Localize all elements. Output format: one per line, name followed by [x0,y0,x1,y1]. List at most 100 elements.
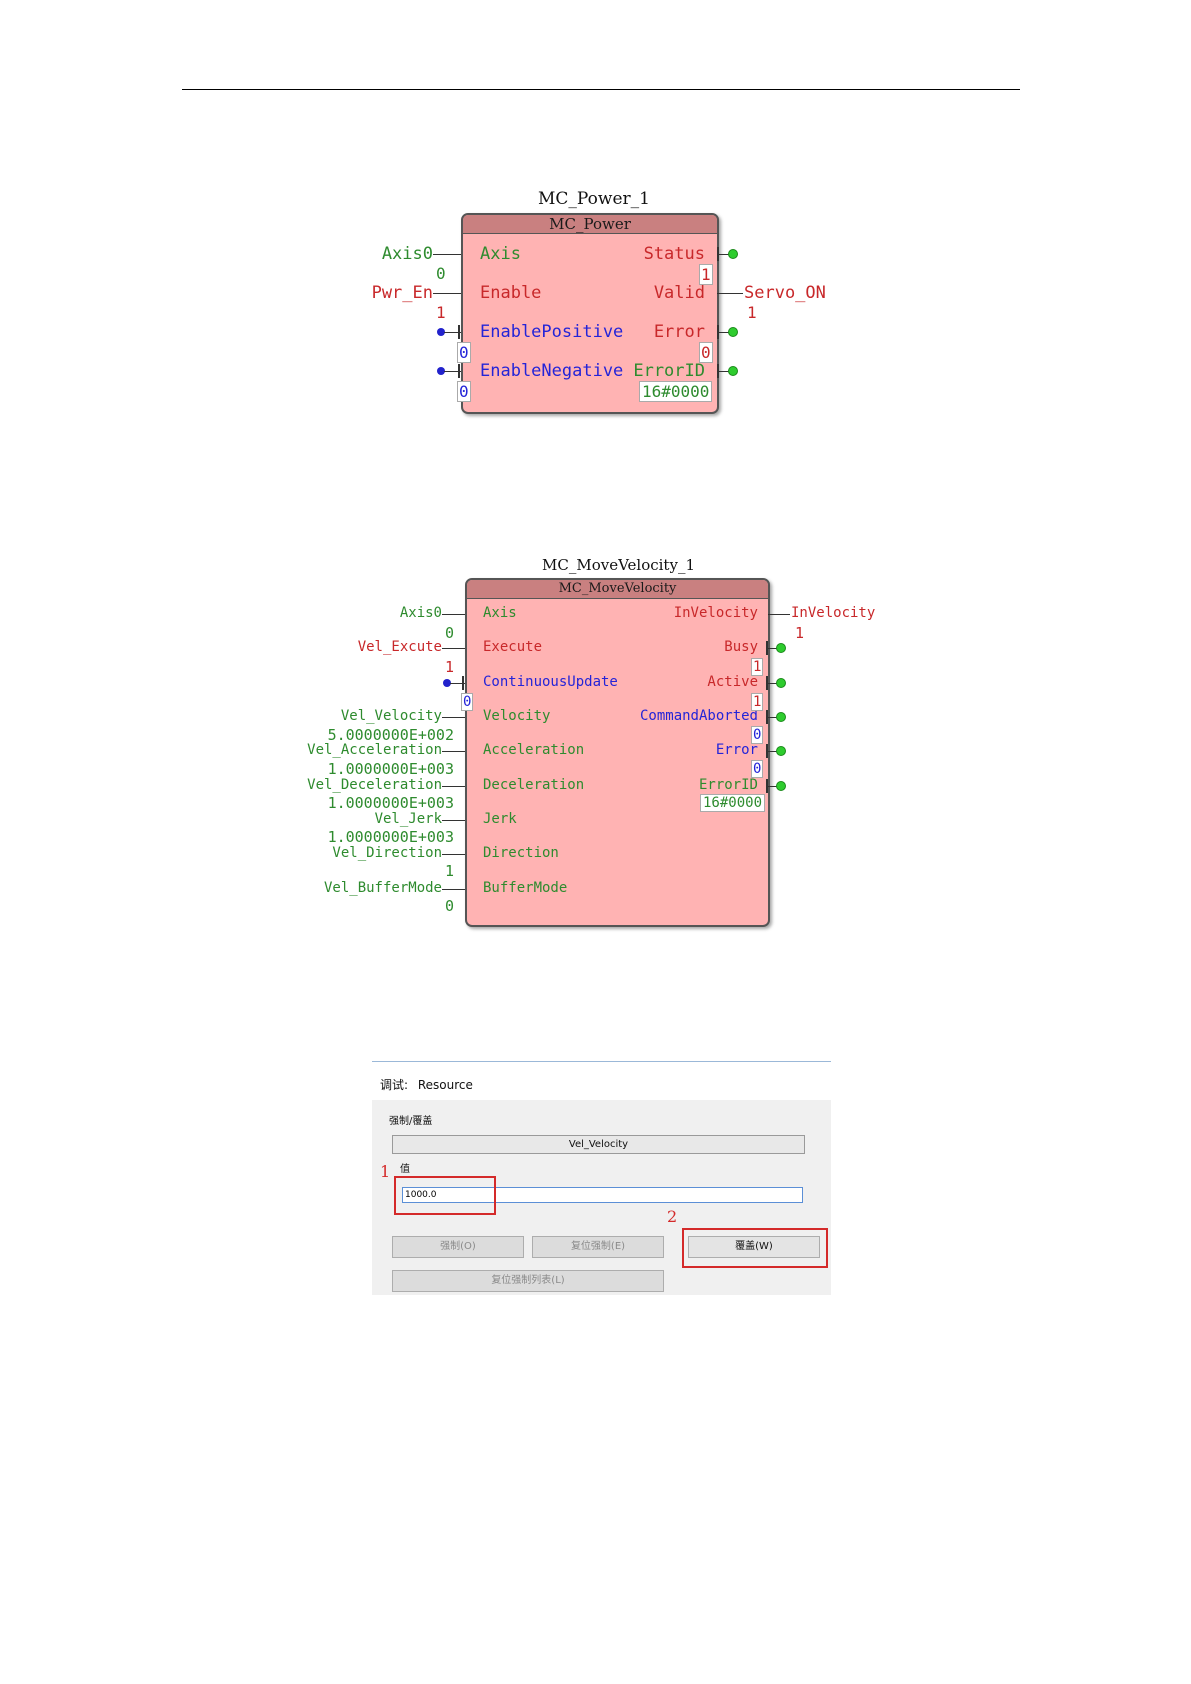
fb-velocity-var-jerk[interactable]: Vel_Jerk [374,811,442,827]
fb-power-connector-error[interactable] [728,327,738,337]
fb-velocity-var-direction[interactable]: Vel_Direction [332,845,442,861]
reset-force-list-button[interactable]: 复位强制列表(L) [392,1270,664,1292]
fb-power-val-valid: 1 [747,303,757,322]
fb-velocity-val-invelocity: 1 [795,624,805,642]
dialog-title-prefix: 调试: [380,1078,409,1092]
fb-power-tick-enable-positive [458,325,460,339]
fb-velocity-connector-error[interactable] [776,746,786,756]
callout-box-override-button [682,1228,828,1268]
fb-power-connector-errorid[interactable] [728,366,738,376]
fb-velocity-var-deceleration[interactable]: Vel_Deceleration [307,777,442,793]
fb-power-wire-errorid [719,371,731,372]
fb-velocity-pin-direction: Direction [483,845,559,861]
fb-power-pin-valid: Valid [653,283,705,303]
fb-power-var-valid[interactable]: Servo_ON [744,283,826,303]
fb-velocity-pin-invelocity: InVelocity [673,605,758,621]
fb-velocity-val-execute: 1 [444,658,454,676]
fb-velocity-var-buffermode[interactable]: Vel_BufferMode [323,880,442,896]
fb-power-instance-name: MC_Power_1 [538,189,650,209]
fb-velocity-wire-velocity [442,717,465,718]
fb-power-val-errorid: 16#0000 [639,381,713,402]
fb-velocity-pin-jerk: Jerk [483,811,517,827]
override-button[interactable]: 覆盖(W) [688,1236,820,1258]
value-label: 值 [400,1164,410,1175]
fb-velocity-pin-deceleration: Deceleration [483,777,585,793]
fb-power-var-enable[interactable]: Pwr_En [371,283,433,303]
fb-velocity-block[interactable]: MC_MoveVelocity [465,578,770,927]
fb-power-val-status: 1 [699,264,713,285]
fb-velocity-val-errorid: 16#0000 [700,794,766,812]
fb-power-val-error: 0 [699,342,713,363]
fb-velocity-tick-continuous-update [462,676,464,690]
fb-velocity-pin-error: Error [715,742,758,758]
fb-velocity-wire-active [768,683,779,684]
callout-box-value-input [394,1176,496,1215]
dialog-top-rule [372,1061,831,1062]
fb-power-pin-errorid: ErrorID [633,361,705,381]
fb-velocity-connector-active[interactable] [776,678,786,688]
fb-velocity-pin-continuous-update: ContinuousUpdate [483,674,618,690]
fb-velocity-pin-command-aborted: CommandAborted [639,708,758,724]
force-button[interactable]: 强制(O) [392,1236,524,1258]
page-top-rule [182,89,1020,90]
fb-velocity-val-velocity: 5.0000000E+002 [327,726,454,744]
fb-velocity-val-direction: 1 [444,862,454,880]
fb-power-block[interactable]: MC_Power [461,213,719,414]
fb-velocity-connector-continuous-update[interactable] [443,679,451,687]
fb-power-wire-status [719,254,731,255]
fb-velocity-wire-execute [442,648,465,649]
fb-power-connector-enable-negative[interactable] [437,367,445,375]
fb-velocity-wire-continuous-update [450,683,465,684]
fb-power-pin-error: Error [653,322,705,342]
fb-velocity-tick-errorid [766,779,768,793]
fb-power-pin-enable-negative: EnableNegative [480,361,624,381]
fb-power-var-axis[interactable]: Axis0 [381,244,433,264]
variable-name-field: Vel_Velocity [392,1135,805,1154]
fb-velocity-var-axis[interactable]: Axis0 [399,605,442,621]
value-input[interactable] [402,1187,803,1203]
fb-power-tick-error [717,325,719,339]
fb-power-val-enable-positive: 0 [457,342,471,363]
fb-velocity-wire-errorid [768,786,779,787]
fb-power-wire-axis [433,254,461,255]
fb-velocity-pin-buffermode: BufferMode [483,880,568,896]
fb-power-wire-error [719,332,731,333]
fb-power-connector-enable-positive[interactable] [437,328,445,336]
fb-velocity-tick-error [766,744,768,758]
fb-velocity-pin-errorid: ErrorID [698,777,758,793]
fb-velocity-instance-name: MC_MoveVelocity_1 [542,556,695,574]
fb-velocity-val-acceleration: 1.0000000E+003 [327,760,454,778]
fb-power-wire-enable-negative [444,371,461,372]
fb-power-wire-enable [433,293,461,294]
fb-velocity-pin-busy: Busy [724,639,758,655]
fb-velocity-pin-velocity: Velocity [483,708,551,724]
fb-velocity-pin-axis: Axis [483,605,517,621]
fb-power-pin-axis: Axis [480,244,521,264]
fb-velocity-wire-deceleration [442,786,465,787]
fb-power-val-enable: 1 [436,303,446,322]
fb-power-pin-enable: Enable [480,283,542,303]
fb-velocity-var-acceleration[interactable]: Vel_Acceleration [307,742,442,758]
dialog-title: 调试: Resource [380,1076,473,1093]
fb-velocity-val-buffermode: 0 [444,897,454,915]
fb-velocity-connector-command-aborted[interactable] [776,712,786,722]
fb-velocity-tick-command-aborted [766,710,768,724]
callout-marker-2: 2 [667,1207,678,1226]
fb-velocity-val-error: 0 [751,760,764,778]
fb-velocity-wire-axis [442,614,465,615]
fb-velocity-var-execute[interactable]: Vel_Excute [357,639,442,655]
fb-velocity-val-continuous-update: 0 [461,693,474,711]
fb-velocity-connector-busy[interactable] [776,643,786,653]
fb-velocity-val-command-aborted: 0 [751,726,764,744]
fb-power-pin-enable-positive: EnablePositive [480,322,624,342]
fb-power-connector-status[interactable] [728,249,738,259]
fb-velocity-connector-errorid[interactable] [776,781,786,791]
force-override-group-label: 强制/覆盖 [389,1116,433,1127]
reset-force-button[interactable]: 复位强制(E) [532,1236,664,1258]
fb-velocity-wire-command-aborted [768,717,779,718]
fb-velocity-var-velocity[interactable]: Vel_Velocity [340,708,442,724]
fb-velocity-var-invelocity[interactable]: InVelocity [791,605,876,621]
fb-power-val-enable-negative: 0 [457,381,471,402]
fb-velocity-wire-busy [768,648,779,649]
fb-velocity-pin-execute: Execute [483,639,543,655]
